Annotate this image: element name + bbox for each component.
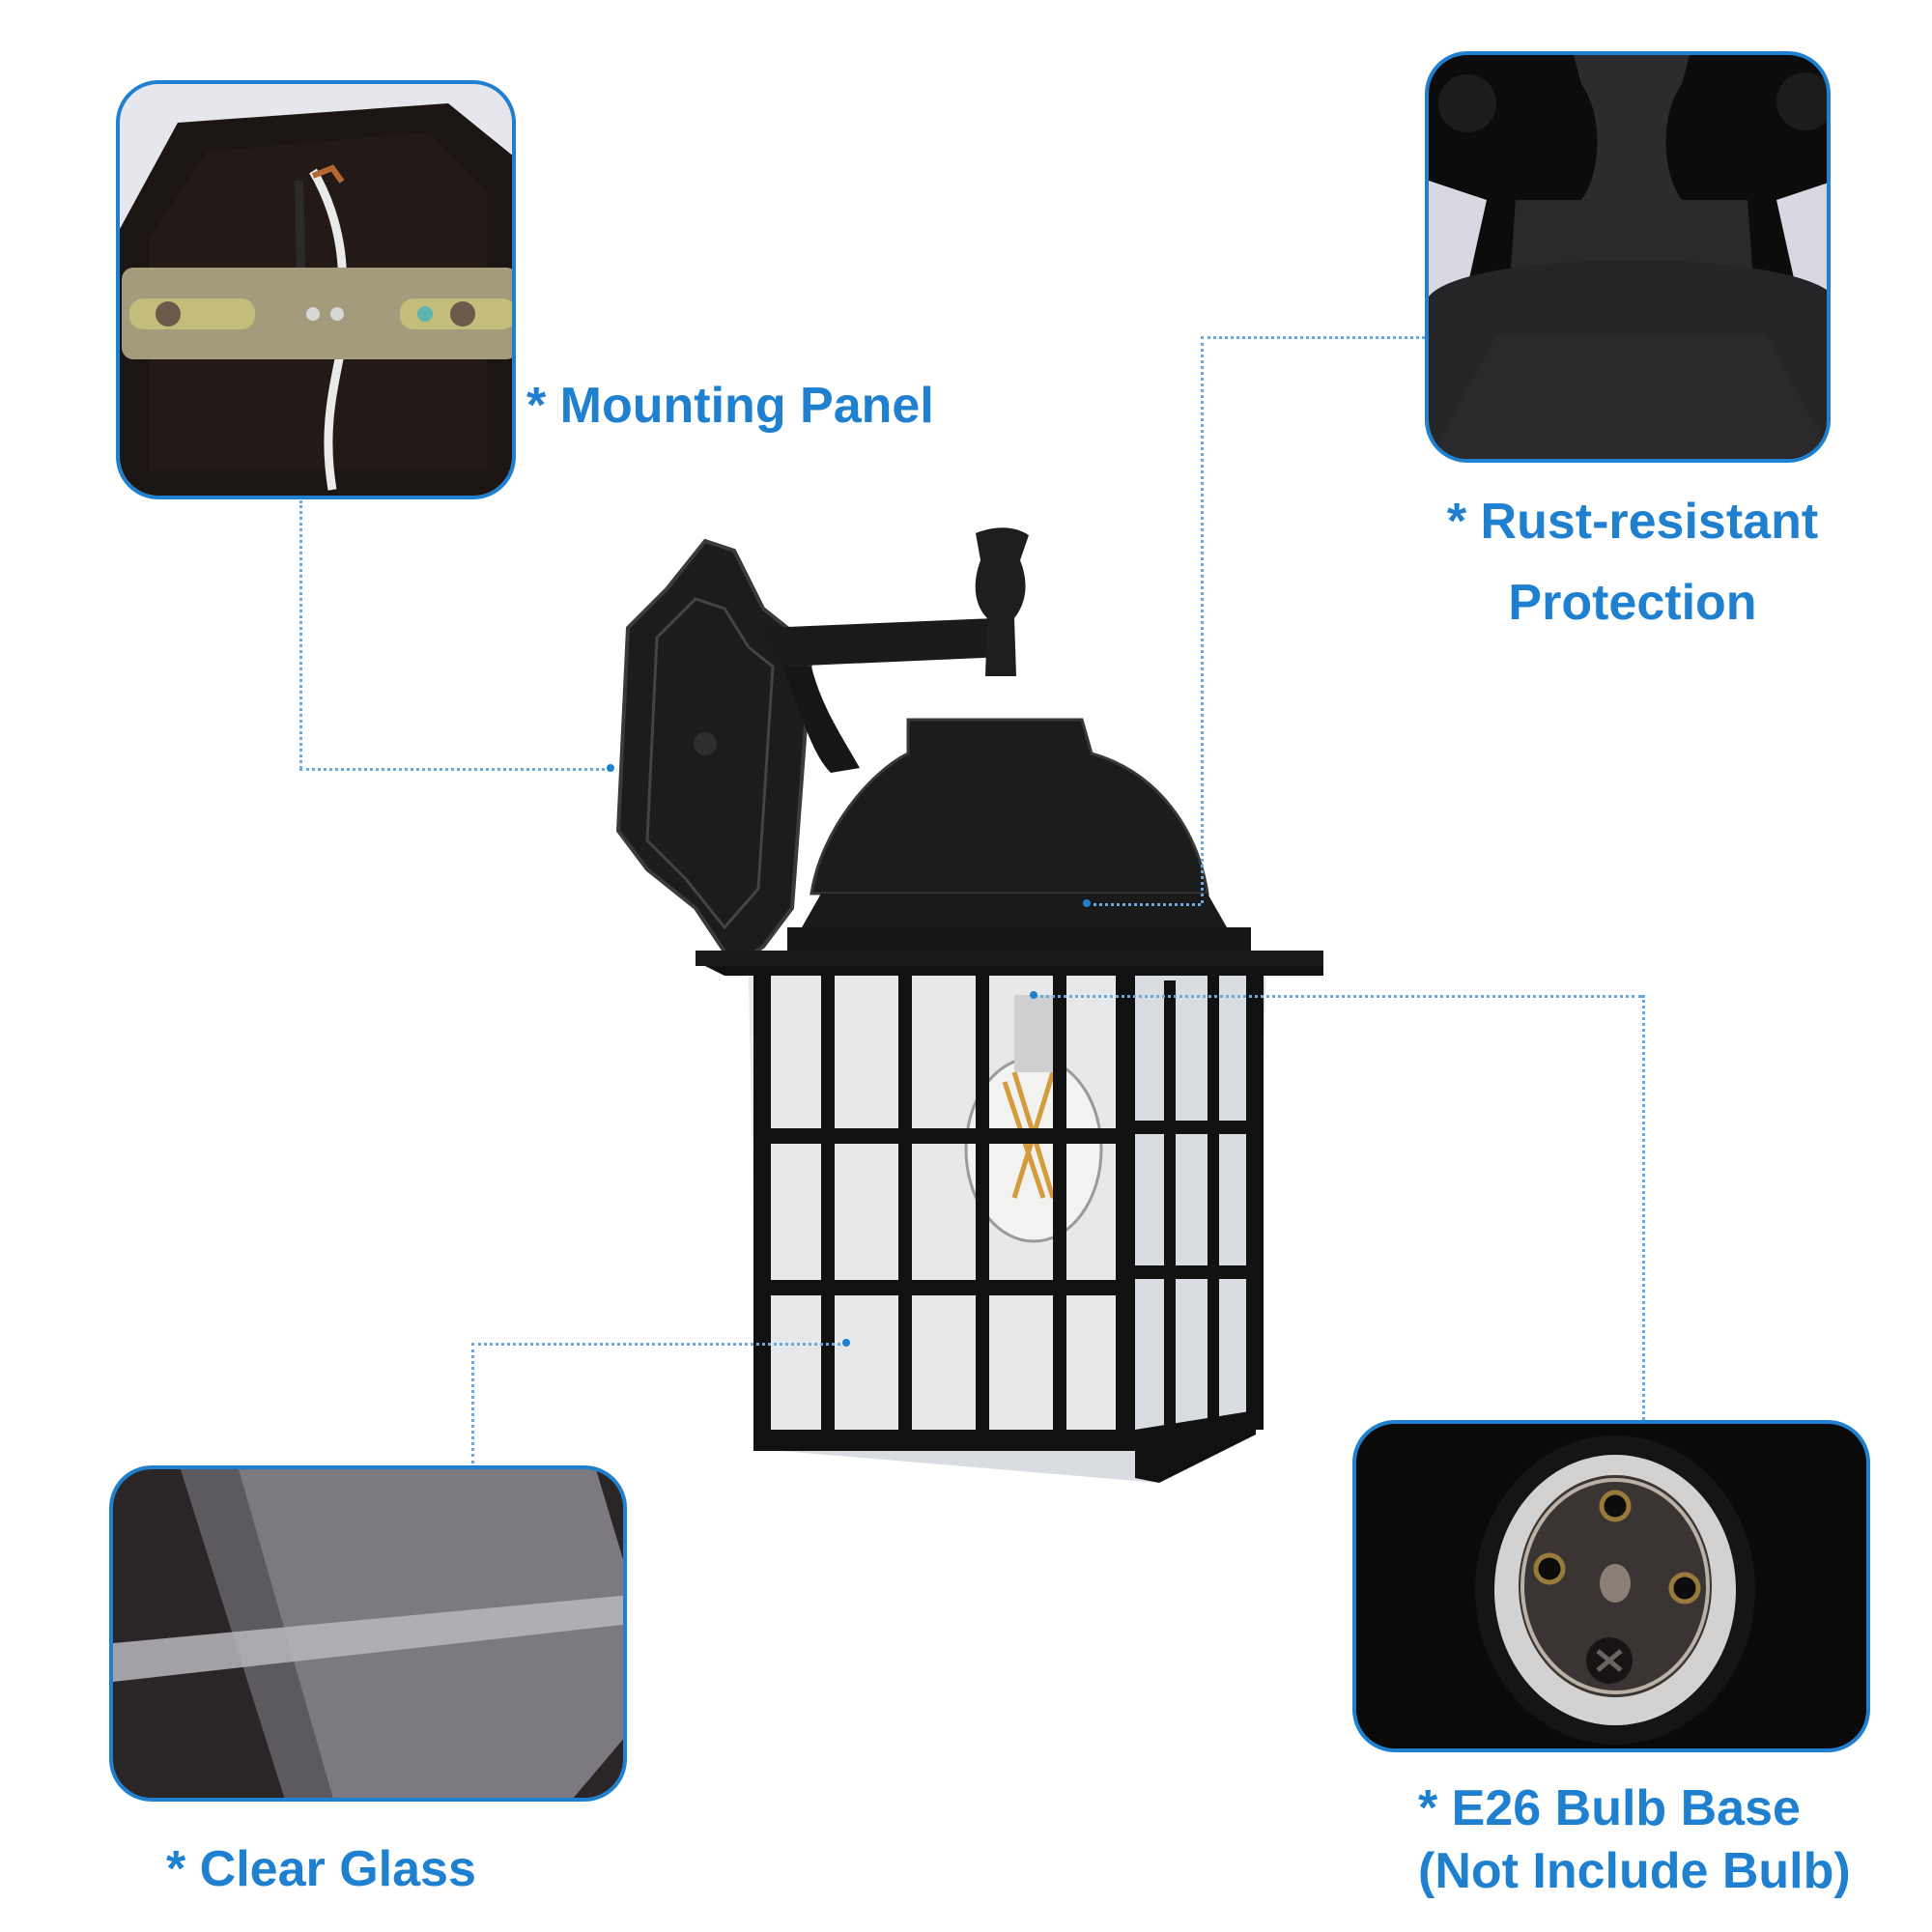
mounting-panel-marker-dot (607, 764, 614, 772)
outdoor-wall-lantern-image (615, 527, 1323, 1483)
rust-resistant-label-line2: Protection (1508, 575, 1757, 631)
mounting-panel-connector-vertical (299, 500, 302, 769)
glass-marker-dot (842, 1339, 850, 1347)
bulb-base-label-line2: (Not Include Bulb) (1418, 1843, 1851, 1899)
rust-marker-dot (1083, 899, 1091, 907)
socket-marker-dot (1030, 991, 1037, 999)
mounting-panel-connector-horizontal (299, 768, 611, 771)
rust-connector-horizontal-lower (1087, 903, 1201, 906)
socket-connector-vertical (1642, 995, 1645, 1420)
glass-connector-horizontal (471, 1343, 846, 1346)
mounting-panel-detail-image (116, 80, 516, 499)
mounting-panel-label: * Mounting Panel (526, 378, 934, 434)
clear-glass-detail-image (109, 1465, 627, 1802)
e26-socket-detail-image (1352, 1420, 1870, 1752)
mounting-plate-icon (120, 103, 512, 496)
bulb-base-label-line1: * E26 Bulb Base (1418, 1780, 1801, 1836)
bulb-socket-icon (1475, 1435, 1755, 1745)
socket-connector-horizontal (1034, 995, 1642, 998)
lantern-top-finial-icon (1429, 55, 1827, 459)
glass-connector-vertical (471, 1343, 474, 1463)
glass-pane-closeup-icon (113, 1469, 623, 1798)
rust-resistant-label-line1: * Rust-resistant (1446, 494, 1819, 550)
clear-glass-label: * Clear Glass (166, 1841, 476, 1897)
rust-connector-vertical (1201, 336, 1204, 903)
rust-connector-horizontal (1201, 336, 1425, 339)
rust-resistant-detail-image (1425, 51, 1831, 463)
